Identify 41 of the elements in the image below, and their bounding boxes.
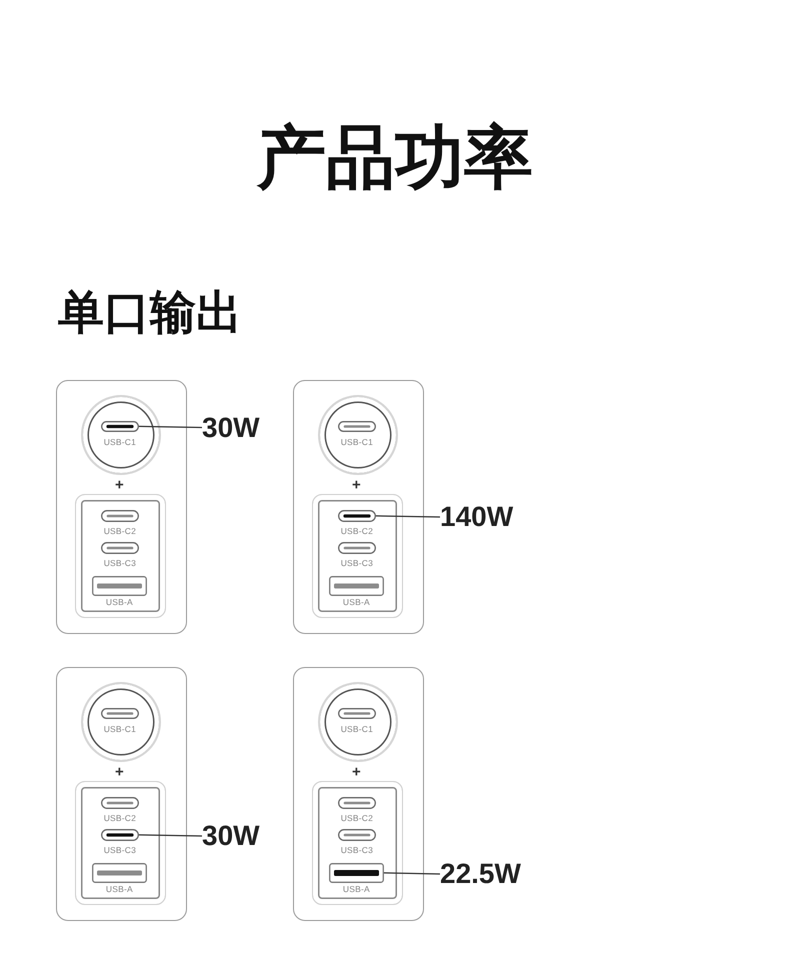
plus-sign: +	[352, 478, 361, 493]
plus-sign: +	[115, 478, 124, 493]
port-label: USB-C2	[104, 812, 136, 824]
plus-sign: +	[352, 764, 361, 780]
leader-line	[138, 834, 202, 837]
leader-line	[138, 426, 202, 428]
port-label: USB-A	[106, 596, 133, 608]
port-label: USB-A	[342, 884, 370, 895]
port-label: USB-C2	[340, 812, 374, 824]
section-heading: 单口输出	[58, 289, 242, 335]
port-label: USB-C1	[104, 724, 136, 735]
port-label: USB-C3	[104, 844, 136, 856]
port-label: USB-C1	[104, 436, 136, 448]
port-label: USB-C1	[340, 724, 374, 735]
leader-line	[376, 515, 440, 518]
power-label: 30W	[202, 414, 260, 442]
power-label: 140W	[440, 503, 514, 531]
port-label: USB-C2	[340, 526, 374, 537]
port-label: USB-A	[342, 596, 370, 608]
port-ring	[81, 682, 162, 762]
port-label: USB-C3	[340, 844, 374, 856]
charger-body	[293, 380, 424, 634]
charger-body	[56, 667, 187, 921]
port-ring	[318, 682, 398, 762]
port-panel	[75, 781, 166, 906]
port-label: USB-A	[106, 884, 133, 895]
port-panel	[312, 494, 404, 618]
charger-body	[56, 380, 187, 634]
power-label: 22.5W	[440, 860, 521, 888]
port-panel	[312, 781, 404, 906]
port-label: USB-C2	[104, 526, 136, 537]
port-ring	[81, 395, 162, 476]
port-label: USB-C3	[340, 558, 374, 569]
port-ring	[318, 395, 398, 476]
port-panel	[75, 494, 166, 618]
plus-sign: +	[115, 764, 124, 780]
leader-line	[384, 872, 440, 875]
power-label: 30W	[202, 822, 260, 850]
charger-body	[293, 667, 424, 921]
port-label: USB-C1	[340, 436, 374, 448]
port-label: USB-C3	[104, 558, 136, 569]
